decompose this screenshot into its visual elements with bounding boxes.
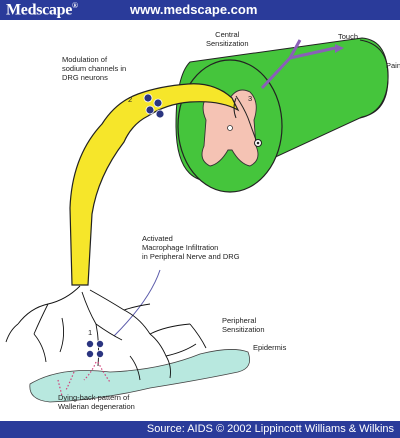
- wallerian-degeneration-label: Dying-back pattern of Wallerian degenera…: [58, 393, 135, 411]
- macrophage-label: Activated Macrophage Infiltration in Per…: [142, 234, 240, 261]
- degenerating-fibers: [57, 361, 111, 397]
- peripheral-nerve: [69, 83, 240, 286]
- marker-3: 3: [248, 94, 253, 103]
- pain-pathway-arrow: [260, 39, 336, 90]
- header-bar: Medscape® www.medscape.com: [0, 0, 400, 20]
- peripheral-sensitization-label: Peripheral Sensitization: [222, 316, 265, 334]
- axon-terminal: [235, 95, 257, 141]
- axon-degeneration-dots: [86, 339, 105, 358]
- pain-label: Pain: [386, 61, 400, 70]
- nerve-terminal-branches: [5, 285, 207, 381]
- neuropathy-diagram: [5, 37, 389, 403]
- source-citation: Source: AIDS © 2002 Lippincott Williams …: [146, 423, 394, 435]
- epidermis-label: Epidermis: [253, 343, 287, 352]
- drg-neuron-dots: [143, 93, 165, 119]
- touch-label: Touch: [338, 32, 359, 41]
- marker-1: 1: [88, 328, 93, 337]
- footer-bar: Source: AIDS © 2002 Lippincott Williams …: [0, 421, 400, 438]
- marker-2: 2: [128, 95, 133, 104]
- central-sensitization-label: Central Sensitization: [206, 30, 249, 48]
- epidermis: [29, 349, 251, 403]
- pointer-line: [113, 269, 161, 337]
- site-url-link[interactable]: www.medscape.com: [130, 2, 258, 17]
- modulation-label: Modulation of sodium channels in DRG neu…: [62, 55, 127, 82]
- medscape-logo[interactable]: Medscape®: [6, 1, 78, 19]
